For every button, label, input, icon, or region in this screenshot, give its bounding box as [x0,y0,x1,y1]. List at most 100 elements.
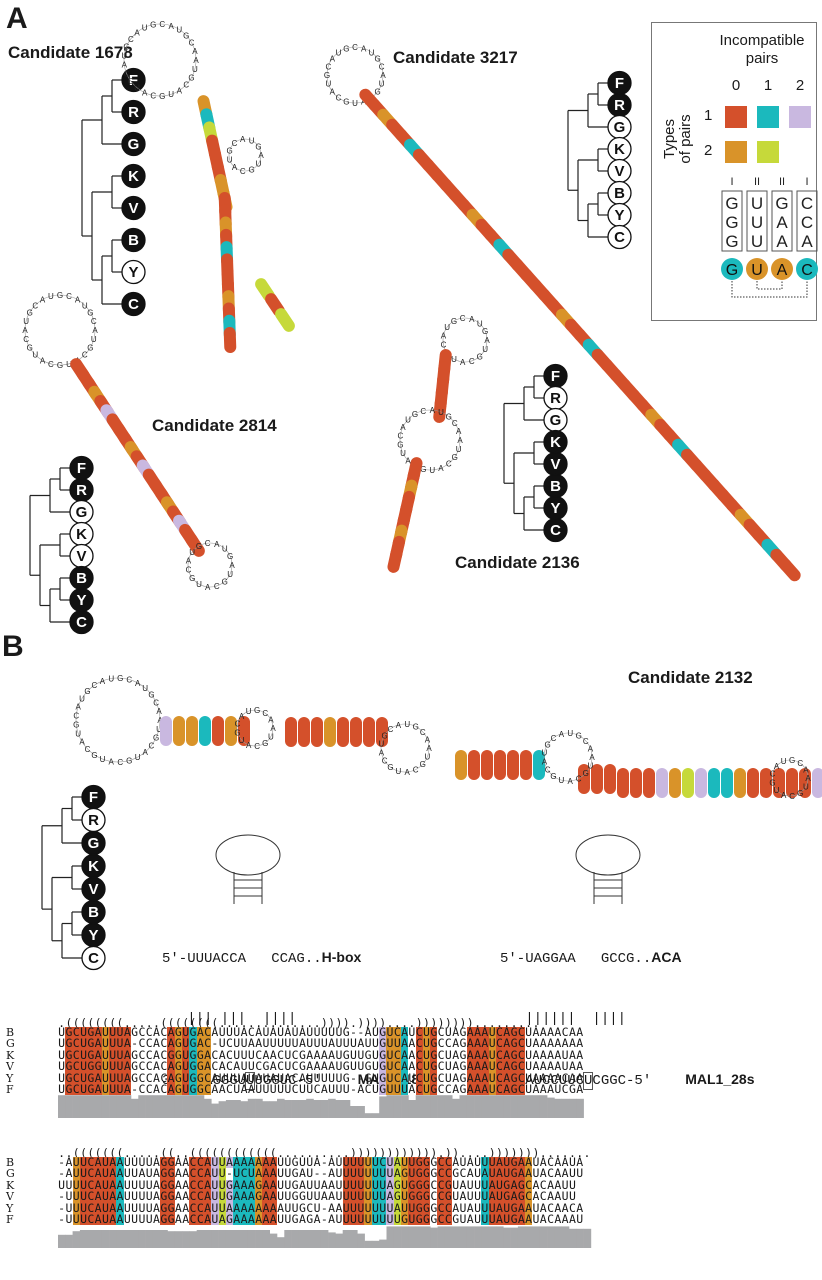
conservation-bar [138,1095,146,1118]
conservation-bar [218,1101,227,1118]
svg-text:G: G [446,413,452,422]
svg-text:C: C [159,20,165,29]
tree-branches [567,82,608,238]
conservation-bar [350,1230,358,1248]
tree-branches [41,796,82,959]
conservation-bar [415,1095,424,1118]
species-label: G [550,412,562,429]
conservation-bar [357,1106,365,1118]
svg-text:U: U [325,80,331,89]
svg-text:A: A [379,748,385,757]
svg-text:U: U [352,99,358,108]
species-label: F [551,368,560,385]
svg-text:A: A [186,556,192,565]
aca-top-seq: 5′-UAGGAA GCCG.. [500,951,652,967]
svg-text:A: A [205,583,211,592]
conservation-bar [364,1240,373,1248]
conservation-bar [182,1095,190,1118]
conservation-bar [233,1230,241,1248]
svg-text:G: G [196,542,202,551]
conservation-bar [408,1226,416,1248]
stem-1678-b [218,192,237,353]
svg-text:C: C [153,698,159,707]
conservation-bar [423,1095,431,1118]
example-base: C [801,194,813,213]
species-label: B [128,232,139,249]
svg-text:U: U [100,755,106,764]
pair-type-label: I [730,176,733,188]
svg-text:A: A [270,724,276,733]
svg-text:U: U [379,80,385,89]
hairpin-icon-left [215,834,281,904]
legend-title-line1: Incompatible [719,32,805,49]
conservation-bar [189,1231,197,1248]
hybrid-aca: 5′-UAGGAA GCCG..ACA |||||| |||| 3′-AUCCU… [500,907,755,1111]
svg-text:G: G [343,44,349,53]
svg-text:A: A [168,22,174,31]
conservation-bar [364,1113,373,1118]
conservation-bar [459,1095,468,1118]
conservation-bar [182,1231,190,1248]
example-base: U [751,213,763,232]
conservation-bar [496,1226,504,1248]
example-base: G [775,194,788,213]
species-node-V: V [543,451,568,477]
conservation-bar [240,1230,249,1248]
svg-text:A: A [361,44,367,53]
svg-text:A: A [258,151,264,160]
svg-text:U: U [239,736,245,745]
conservation-bar [393,1095,402,1118]
aca-top-label: ACA [651,949,682,965]
conservation-bar [94,1095,103,1118]
species-node-C: C [121,291,146,317]
svg-text:C: C [189,39,195,48]
species-label: F [6,1083,14,1097]
conservation-bar [415,1226,424,1248]
svg-text:U: U [192,65,198,74]
svg-text:G: G [57,361,63,370]
conservation-bar [65,1095,73,1118]
conservation-bar [342,1230,351,1248]
conservation-bar [167,1095,176,1118]
svg-text:U: U [249,136,255,145]
svg-text:G: G [27,309,33,318]
svg-text:G: G [324,71,330,80]
conservation-bar [320,1100,329,1118]
species-label: V [550,456,560,473]
conservation-bar [401,1226,409,1248]
conservation-bar [525,1095,533,1118]
sequence-row: UGCUGAUUUAGCCACAGUGGCAUUUAUAUAUACAUUUUUG… [58,1070,584,1085]
svg-text:C: C [545,766,551,775]
svg-text:C: C [469,357,475,366]
svg-text:G: G [387,763,393,772]
conservation-bar [488,1226,497,1248]
conservation-bar [466,1095,475,1118]
svg-text:C: C [32,301,38,310]
species-node-K: K [81,853,106,879]
svg-text:G: G [412,410,418,419]
conservation-bar [328,1232,336,1248]
species-label: V [76,548,86,565]
conservation-bar [583,1228,592,1248]
svg-text:U: U [567,729,573,738]
species-label: B [88,904,99,921]
svg-text:A: A [22,326,28,335]
stem-1678-c [255,278,295,332]
svg-text:A: A [76,703,82,712]
svg-text:G: G [262,739,268,748]
aca-bottom-seq-post: CGGC-5′ [592,1073,652,1089]
svg-text:A: A [192,47,198,56]
svg-text:U: U [227,156,233,165]
conservation-bar [350,1106,358,1118]
svg-text:U: U [404,720,410,729]
stem-2136-b [387,457,423,573]
conservation-bar [255,1230,263,1248]
conservation-bar [174,1231,183,1248]
conservation-bar [109,1230,117,1248]
